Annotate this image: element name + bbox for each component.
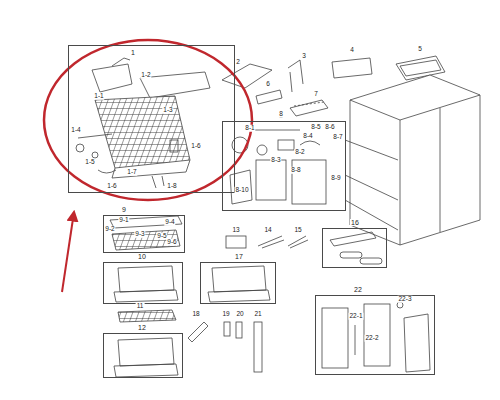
callout-number: 1-5	[84, 159, 95, 166]
callout-number: 8-2	[294, 149, 305, 156]
callout-number: 1-8	[166, 183, 177, 190]
part-group-frame: 12	[103, 333, 183, 378]
callout-number: 9-6	[166, 239, 177, 246]
callout-number: 8-1	[244, 125, 255, 132]
callout-number: 16	[350, 219, 360, 226]
callout-number: 1-1	[93, 93, 104, 100]
callout-number: 1	[130, 49, 136, 56]
callout-number: 8-6	[324, 124, 335, 131]
callout-number: 9-2	[104, 226, 115, 233]
callout-number: 1-6	[190, 143, 201, 150]
callout-number: 19	[221, 311, 230, 318]
callout-number: 8-5	[310, 124, 321, 131]
callout-number: 9	[121, 206, 127, 213]
callout-number: 2	[235, 59, 241, 66]
part-group-frame: 8	[222, 121, 346, 211]
callout-number: 8	[278, 111, 284, 118]
callout-number: 15	[293, 227, 302, 234]
callout-number: 1-2	[140, 72, 151, 79]
callout-number: 5	[417, 46, 423, 53]
callout-number: 1-3	[162, 107, 173, 114]
callout-number: 6	[265, 81, 271, 88]
callout-number: 7	[313, 91, 319, 98]
callout-number: 9-1	[118, 217, 129, 224]
part-group-frame: 17	[200, 262, 276, 304]
callout-number: 22	[353, 286, 363, 293]
callout-number: 1-4	[70, 127, 81, 134]
callout-number: 12	[137, 324, 147, 331]
callout-number: 22-3	[397, 296, 412, 303]
callout-number: 22-2	[364, 335, 379, 342]
callout-number: 8-7	[332, 134, 343, 141]
callout-number: 9-3	[134, 231, 145, 238]
callout-number: 8-4	[302, 133, 313, 140]
callout-number: 10	[137, 253, 147, 260]
callout-number: 3	[301, 53, 307, 60]
callout-number: 8-10	[234, 187, 249, 194]
callout-number: 8-8	[290, 167, 301, 174]
callout-number: 20	[235, 311, 244, 318]
part-group-frame: 10	[103, 262, 183, 304]
callout-number: 1-7	[126, 169, 137, 176]
callout-number: 14	[263, 227, 272, 234]
callout-number: 13	[231, 227, 240, 234]
callout-number: 11	[136, 303, 145, 310]
callout-number: 17	[234, 253, 244, 260]
part-group-frame: 1	[68, 45, 235, 193]
callout-number: 4	[349, 47, 355, 54]
callout-number: 22-1	[348, 313, 363, 320]
callout-number: 18	[191, 311, 200, 318]
callout-number: 1-6	[106, 183, 117, 190]
part-group-frame: 16	[322, 228, 387, 268]
callout-number: 8-9	[330, 175, 341, 182]
callout-number: 9-4	[164, 219, 175, 226]
callout-number: 8-3	[270, 157, 281, 164]
callout-number: 21	[253, 311, 262, 318]
